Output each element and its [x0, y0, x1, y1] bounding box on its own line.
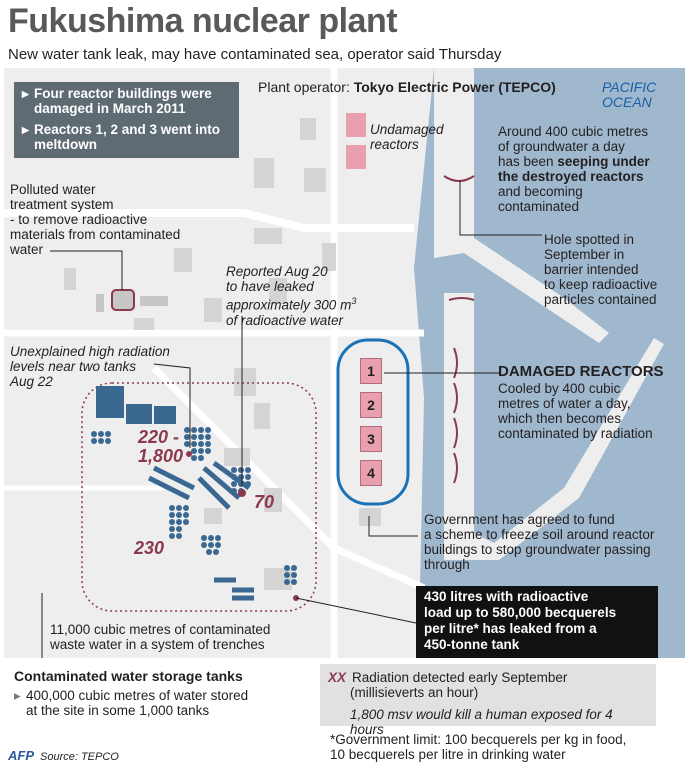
storage-tanks-large — [96, 386, 176, 424]
treatment-aux-2 — [140, 296, 168, 306]
footer: AFP Source: TEPCO — [8, 748, 119, 763]
road-1 — [4, 209, 414, 232]
storage-title: Contaminated water storage tanks — [14, 668, 243, 684]
damaged-reactors-outline — [336, 338, 410, 506]
source-credit: Source: TEPCO — [40, 751, 119, 763]
radiation-reading-1: 220 -1,800 — [138, 427, 184, 466]
buildings — [64, 118, 381, 590]
government-limit-note: *Government limit: 100 becquerels per kg… — [330, 732, 627, 762]
aug22-label: Unexplained high radiation levels near t… — [10, 344, 170, 389]
damaged-reactors-label: DAMAGED REACTORS Cooled by 400 cubic met… — [498, 363, 664, 441]
callout-lines — [41, 180, 542, 658]
info-box: Four reactor buildings were damaged in M… — [14, 82, 239, 158]
treatment-plant — [111, 289, 135, 311]
barrier-mark-3 — [453, 382, 458, 414]
storage-tanks-rows — [147, 460, 254, 601]
info-line-meltdown: Reactors 1, 2 and 3 went into meltdown — [22, 122, 231, 152]
hole-label: Hole spotted in September in barrier int… — [544, 232, 658, 307]
reactor-2: 2 — [360, 392, 382, 418]
info-line-damage: Four reactor buildings were damaged in M… — [22, 86, 231, 116]
treatment-label: Polluted water treatment system - to rem… — [10, 182, 181, 257]
map-graphic — [4, 68, 685, 658]
aug20-label: Reported Aug 20 to have leaked approxima… — [226, 264, 357, 328]
leak-box: 430 litres with radioactive load up to 5… — [416, 586, 658, 658]
undamaged-reactor-1 — [346, 113, 366, 137]
page-title: Fukushima nuclear plant — [8, 2, 398, 40]
reactor-1: 1 — [360, 358, 382, 384]
radiation-reading-3: 230 — [134, 538, 165, 558]
leak-point-aug20 — [238, 489, 246, 497]
reactor-3: 3 — [360, 426, 382, 452]
barrier-mark-1 — [448, 297, 475, 301]
harbour-pier-north — [434, 68, 609, 343]
freeze-label: Government has agreed to fund a scheme t… — [424, 512, 655, 572]
legend-marker: XX — [328, 670, 347, 685]
reactor-4: 4 — [360, 460, 382, 486]
plant-map: Four reactor buildings were damaged in M… — [4, 68, 685, 658]
barrier-mark-4 — [453, 417, 458, 449]
barrier-mark-5 — [453, 452, 458, 484]
undamaged-reactor-2 — [346, 145, 366, 169]
tank-area-outline — [81, 382, 317, 612]
operator-label: Plant operator: Tokyo Electric Power (TE… — [258, 79, 556, 95]
barrier-hole — [443, 175, 475, 182]
pacific-ocean — [414, 68, 685, 658]
barrier-mark-2 — [453, 347, 458, 379]
radiation-reading-2: 70 — [254, 492, 275, 512]
afp-logo: AFP — [8, 748, 34, 763]
road-4 — [151, 365, 426, 592]
harbour-pier-south — [444, 293, 664, 560]
treatment-aux-1 — [96, 294, 104, 312]
leak-point-aug22 — [186, 451, 192, 457]
groundwater-label: Around 400 cubic metres of groundwater a… — [498, 124, 650, 214]
page-subtitle: New water tank leak, may have contaminat… — [8, 46, 502, 63]
storage-tanks-legend: Contaminated water storage tanks 400,000… — [14, 668, 248, 718]
trenches-label: 11,000 cubic metres of contaminated wast… — [50, 622, 271, 652]
legend-note: 1,800 msv would kill a human exposed for… — [350, 707, 613, 737]
